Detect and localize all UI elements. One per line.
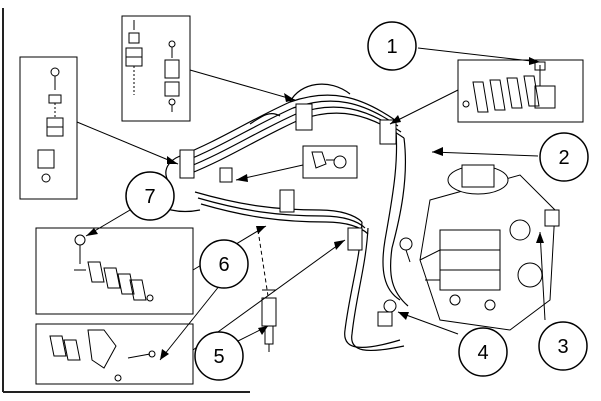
inset-fitting-detail: [302, 145, 358, 179]
callout-1: 1: [367, 21, 417, 71]
callout-6: 6: [199, 239, 249, 289]
callout-number: 4: [477, 342, 488, 364]
callout-2: 2: [539, 132, 589, 182]
callout-5: 5: [194, 331, 244, 381]
inset-clamp-stack-top: [121, 15, 191, 122]
callout-number: 6: [218, 254, 229, 276]
callout-number: 7: [144, 186, 155, 208]
outer-frame: [2, 8, 250, 393]
injection-pump: [419, 164, 560, 331]
banjo-fittings: [377, 237, 413, 327]
callout-number: 5: [213, 346, 224, 368]
injector-nozzle: [257, 229, 277, 352]
fuel-injection-lines: [149, 83, 409, 352]
callout-7: 7: [125, 171, 175, 221]
callout-4: 4: [458, 327, 508, 377]
leader-arrowheads: [86, 57, 544, 360]
inset-bracket-detail-6: [35, 323, 194, 385]
inset-clamp-stack-left: [19, 56, 78, 200]
callout-number: 2: [558, 147, 569, 169]
callout-3: 3: [538, 321, 588, 371]
callout-number: 1: [386, 36, 397, 58]
inset-bracket-detail-1: [457, 59, 584, 123]
inset-bracket-detail-7: [35, 227, 194, 315]
line-clamps: [179, 103, 397, 251]
callout-number: 3: [557, 336, 568, 358]
